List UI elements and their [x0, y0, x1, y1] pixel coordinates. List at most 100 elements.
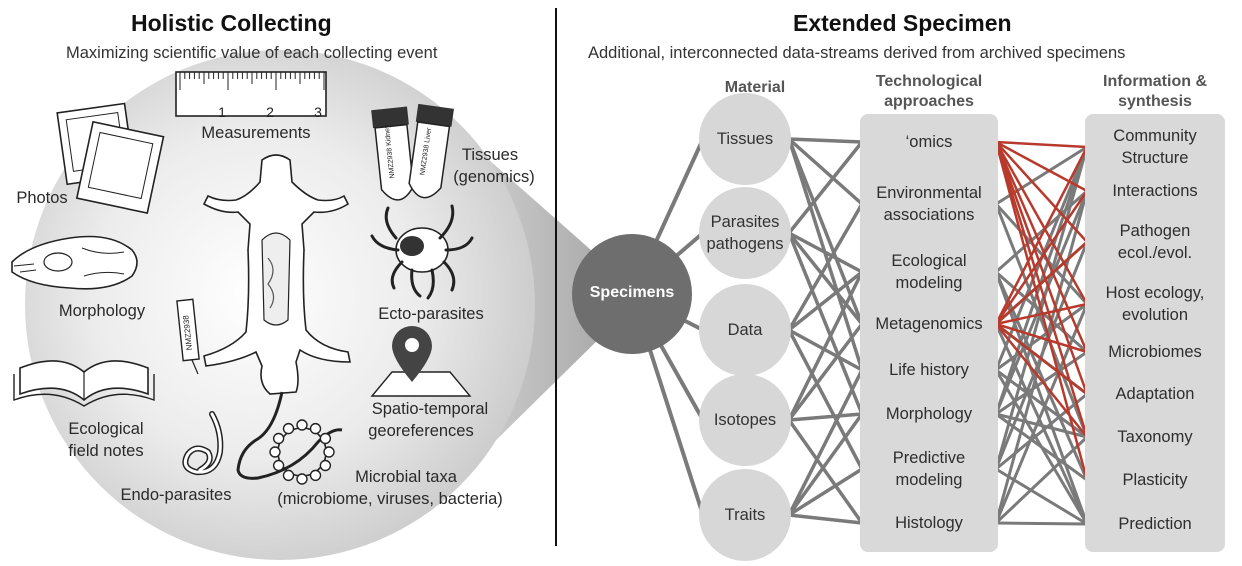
- panel-divider: [555, 8, 557, 546]
- omics-info-link: [994, 145, 1089, 326]
- tech-label-ecological: Ecological modeling: [861, 250, 997, 294]
- tissue-tubes-icon: NMZ2938 Kidney NMZ2938 Liver: [371, 103, 454, 201]
- material-tech-link: [787, 270, 864, 332]
- omics-info-link: [994, 140, 1089, 193]
- material-tech-link: [787, 231, 864, 326]
- material-tech-link: [787, 368, 864, 517]
- field-notes-label-2: field notes: [68, 442, 143, 460]
- tech-label-histology: Histology: [861, 512, 997, 534]
- tech-label-morphology-line: Morphology: [885, 405, 973, 423]
- microbe-spike: [282, 422, 295, 435]
- info-label-pathogen-line: ecol./evol.: [1117, 244, 1193, 262]
- tech-info-link: [994, 350, 1089, 416]
- omics-info-link: [994, 322, 1089, 439]
- gray-links: [630, 137, 1089, 526]
- tech-column-header: Technological approaches: [855, 72, 1003, 112]
- spatio-temporal-label: Spatio-temporal: [372, 400, 488, 418]
- material-header-text: Material: [724, 79, 786, 96]
- ectoparasites-label: Ecto-parasites: [378, 305, 483, 323]
- tech-info-link: [994, 189, 1089, 525]
- field-notes-label: Ecological: [68, 420, 143, 438]
- material-label-traits-line: Traits: [724, 506, 766, 524]
- material-node-parasites[interactable]: [699, 187, 791, 279]
- microbe-spike: [272, 432, 285, 445]
- omics-info-link: [994, 140, 1089, 149]
- skull-icon: [11, 235, 138, 290]
- microbe-spike: [296, 419, 308, 431]
- tech-info-link: [994, 145, 1089, 416]
- microbe-spike: [309, 469, 322, 482]
- microbe-spike: [323, 446, 335, 458]
- info-label-community-line: Structure: [1121, 149, 1189, 167]
- material-label-data: Data: [690, 319, 800, 341]
- info-header-line-1: Information &: [1103, 73, 1207, 90]
- material-label-traits: Traits: [690, 504, 800, 526]
- omics-info-link: [994, 322, 1089, 354]
- tech-label-metagenomics-line: Metagenomics: [875, 315, 983, 333]
- material-tech-link: [787, 322, 864, 422]
- omics-info-link: [994, 302, 1089, 326]
- microbe-icon: [269, 419, 335, 485]
- material-tech-link: [787, 231, 864, 274]
- tech-info-link: [994, 270, 1089, 482]
- material-node-tissues[interactable]: [699, 93, 791, 185]
- tick-icon: [370, 204, 474, 300]
- info-column-header: Information & synthesis: [1080, 72, 1230, 112]
- tech-label-ecological-line: modeling: [895, 274, 963, 292]
- info-label-interactions: Interactions: [1086, 180, 1224, 202]
- ruler-icon: 1 2 3: [175, 71, 327, 120]
- tech-label-morphology: Morphology: [861, 403, 997, 425]
- info-label-host-ecology-line: evolution: [1121, 306, 1189, 324]
- material-node-isotopes[interactable]: [699, 374, 791, 466]
- material-tech-link: [787, 270, 864, 422]
- info-label-microbiomes-line: Microbiomes: [1108, 343, 1202, 361]
- omics-info-link: [994, 140, 1089, 439]
- material-tech-link: [787, 202, 864, 332]
- worm-icon: [182, 411, 224, 476]
- info-header-line-2: synthesis: [1118, 93, 1192, 110]
- right-panel-title: Extended Specimen: [793, 10, 1012, 36]
- omics-info-link: [994, 140, 1089, 306]
- microbe-spike: [296, 473, 308, 485]
- ruler-tick-3: 3: [314, 104, 322, 120]
- material-tech-link: [787, 328, 864, 471]
- material-node-traits[interactable]: [699, 469, 791, 561]
- endoparasites-label: Endo-parasites: [121, 486, 232, 504]
- material-tech-link: [787, 412, 864, 517]
- material-tech-link: [787, 140, 864, 235]
- material-label-tissues-line: Tissues: [716, 130, 774, 148]
- omics-info-link: [994, 140, 1089, 244]
- omics-info-link: [994, 140, 1089, 354]
- microbe-spike: [319, 459, 332, 472]
- material-node-data[interactable]: [699, 284, 791, 376]
- tech-header-line-2: approaches: [884, 93, 974, 110]
- tech-info-link: [994, 435, 1089, 525]
- material-tech-link: [787, 412, 864, 422]
- right-panel-subtitle: Additional, interconnected data-streams …: [588, 44, 1126, 62]
- tech-header-line-1: Technological: [875, 73, 983, 90]
- material-label-parasites-line: pathogens: [706, 235, 784, 253]
- georeferences-label: georeferences: [368, 422, 474, 440]
- info-label-prediction-line: Prediction: [1118, 515, 1192, 533]
- tech-label-ecological-line: Ecological: [891, 252, 967, 270]
- tech-label-environmental-line: Environmental: [876, 184, 982, 202]
- tech-label-metagenomics: Metagenomics: [861, 313, 997, 335]
- microbe-spike: [282, 469, 295, 482]
- omics-info-link: [994, 189, 1089, 326]
- tech-label-environmental-line: associations: [883, 206, 975, 224]
- specimens-node[interactable]: [572, 234, 692, 354]
- tech-info-link: [994, 270, 1089, 526]
- ruler-tick-1: 1: [218, 104, 226, 120]
- material-tech-link: [787, 513, 864, 525]
- tech-label-predictive-line: Predictive: [892, 449, 966, 467]
- info-label-community-line: Community: [1113, 127, 1197, 145]
- microbial-detail-label: (microbiome, viruses, bacteria): [277, 490, 503, 508]
- omics-info-link: [994, 140, 1089, 396]
- material-tech-link: [787, 328, 864, 372]
- material-nodes: [699, 93, 791, 561]
- info-label-prediction: Prediction: [1086, 513, 1224, 535]
